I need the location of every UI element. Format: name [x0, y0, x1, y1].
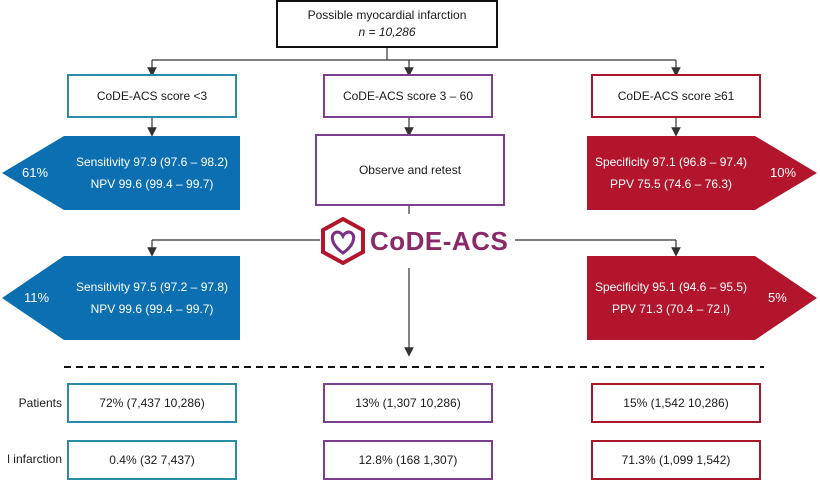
- rule-in-1-percent: 10%: [770, 165, 797, 180]
- rule-out-2-npv: NPV 99.6 (99.4 – 99.7): [90, 302, 214, 316]
- score-high-box: CoDE-ACS score ≥61: [591, 74, 761, 118]
- score-mid-box: CoDE-ACS score 3 – 60: [323, 74, 493, 118]
- mi-mid-box: 12.8% (168 1,307): [323, 440, 493, 480]
- rule-in-2-percent: 5%: [768, 290, 787, 305]
- population-title: Possible myocardial infarction: [307, 8, 467, 22]
- rule-in-2-ppv: PPV 71.3 (70.4 – 72.l): [611, 302, 731, 316]
- mi-low-value: 0.4% (32 7,437): [109, 453, 195, 467]
- patients-mid-box: 13% (1,307 10,286): [323, 383, 493, 423]
- rule-in-box-1: Specificity 97.1 (96.8 – 97.4) PPV 75.5 …: [587, 136, 755, 210]
- right-arrow-row2: [755, 256, 817, 340]
- rule-in-1-ppv: PPV 75.5 (74.6 – 76.3): [609, 177, 733, 191]
- patients-high-value: 15% (1,542 10,286): [623, 396, 729, 410]
- rule-out-1-sensitivity: Sensitivity 97.9 (97.6 – 98.2): [75, 155, 229, 169]
- observe-retest-label: Observe and retest: [358, 163, 462, 177]
- patients-mid-value: 13% (1,307 10,286): [355, 396, 461, 410]
- observe-retest-box: Observe and retest: [315, 134, 505, 206]
- mi-low-box: 0.4% (32 7,437): [67, 440, 237, 480]
- right-arrow-row1: [755, 136, 817, 210]
- rule-out-2-sensitivity: Sensitivity 97.5 (97.2 – 97.8): [75, 280, 229, 294]
- patients-high-box: 15% (1,542 10,286): [591, 383, 761, 423]
- rule-out-1-npv: NPV 99.6 (99.4 – 99.7): [90, 177, 214, 191]
- rule-out-1-percent: 61%: [22, 165, 49, 180]
- population-box: Possible myocardial infarction n = 10,28…: [276, 0, 498, 48]
- logo-text: CoDE-ACS: [370, 225, 509, 256]
- score-mid-label: CoDE-ACS score 3 – 60: [342, 89, 474, 103]
- population-n: n = 10,286: [358, 25, 416, 39]
- score-low-box: CoDE-ACS score <3: [67, 74, 237, 118]
- patients-low-box: 72% (7,437 10,286): [67, 383, 237, 423]
- left-arrow-row2: [2, 256, 64, 340]
- score-high-label: CoDE-ACS score ≥61: [617, 89, 735, 103]
- left-arrow-row1: [2, 136, 64, 210]
- rule-in-1-specificity: Specificity 97.1 (96.8 – 97.4): [594, 155, 748, 169]
- rule-out-2-percent: 11%: [24, 290, 50, 305]
- score-low-label: CoDE-ACS score <3: [96, 89, 208, 103]
- mi-label: l infarction: [7, 452, 62, 466]
- rule-in-2-specificity: Specificity 95.1 (94.6 – 95.5): [594, 280, 748, 294]
- mi-high-value: 71.3% (1,099 1,542): [621, 453, 731, 467]
- heart-hexagon-icon: [321, 217, 365, 265]
- codeacs-logo: CoDE-ACS: [320, 214, 510, 268]
- mi-mid-value: 12.8% (168 1,307): [358, 453, 458, 467]
- rule-out-box-2: Sensitivity 97.5 (97.2 – 97.8) NPV 99.6 …: [64, 256, 240, 340]
- rule-out-box-1: Sensitivity 97.9 (97.6 – 98.2) NPV 99.6 …: [64, 136, 240, 210]
- rule-in-box-2: Specificity 95.1 (94.6 – 95.5) PPV 71.3 …: [587, 256, 755, 340]
- mi-high-box: 71.3% (1,099 1,542): [591, 440, 761, 480]
- patients-low-value: 72% (7,437 10,286): [99, 396, 205, 410]
- patients-label: Patients: [18, 396, 62, 410]
